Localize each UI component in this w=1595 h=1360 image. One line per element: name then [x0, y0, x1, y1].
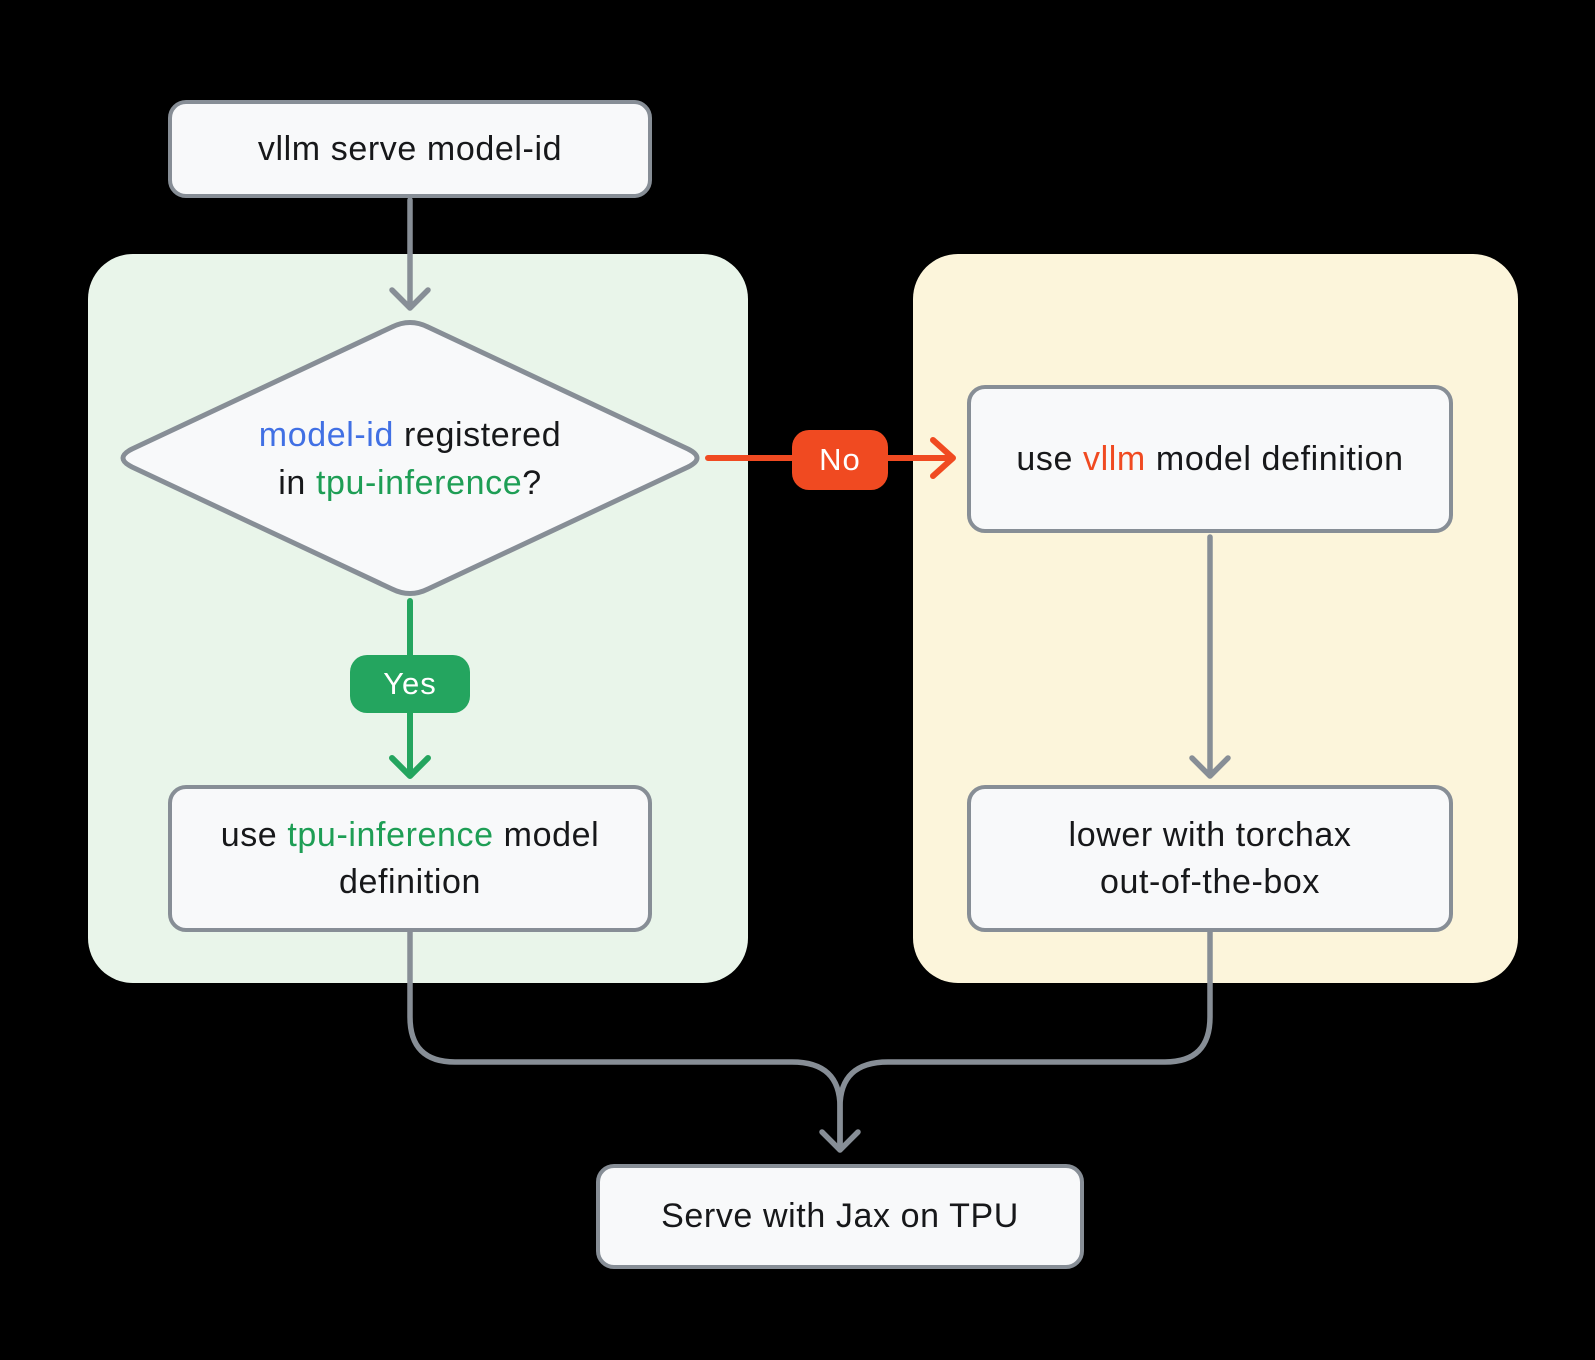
merge-arrowhead — [819, 1129, 861, 1153]
use-tpu-pre-text: use — [220, 815, 288, 854]
use-tpu-accent-text: tpu-inference — [287, 815, 494, 854]
use-vllm-post-text: model definition — [1145, 439, 1404, 478]
merge-path-left — [407, 929, 843, 1149]
lower-torchax-line-1: lower with torchax — [1068, 815, 1352, 854]
serve-node: Serve with Jax on TPU — [596, 1164, 1084, 1269]
arrow-vllm-to-torchax — [1189, 534, 1231, 779]
use-vllm-node: use vllm model definition — [967, 385, 1453, 533]
lower-torchax-line-2: out-of-the-box — [1099, 862, 1321, 901]
use-tpu-inference-line-1: use tpu-inference model — [221, 812, 600, 859]
decision-diamond-shape — [120, 320, 700, 596]
use-vllm-accent-text: vllm — [1083, 439, 1146, 478]
decision-registered-text: registered — [393, 416, 562, 454]
use-tpu-inference-line-2: definition — [338, 862, 482, 901]
use-vllm-pre-text: use — [1016, 439, 1084, 478]
decision-label: model-id registered in tpu-inference? — [130, 411, 690, 507]
use-vllm-label: use vllm model definition — [1016, 436, 1403, 483]
decision-line-2: in tpu-inference? — [130, 459, 690, 507]
yes-badge: Yes — [350, 655, 470, 713]
yes-badge-label: Yes — [383, 666, 437, 701]
start-node-label: vllm serve model-id — [257, 129, 563, 168]
use-tpu-post-text: model — [493, 815, 600, 854]
serve-node-label: Serve with Jax on TPU — [661, 1197, 1019, 1235]
merge-path-right — [837, 929, 1213, 1149]
decision-tpu-inference-text: tpu-inference — [315, 464, 523, 502]
use-tpu-inference-label: use tpu-inference model definition — [221, 812, 600, 906]
decision-line-1: model-id registered — [130, 411, 690, 459]
no-badge-label: No — [819, 442, 861, 477]
lower-torchax-label: lower with torchax out-of-the-box — [1069, 812, 1352, 906]
decision-question-mark: ? — [522, 464, 542, 502]
lower-torchax-node: lower with torchax out-of-the-box — [967, 785, 1453, 932]
start-node: vllm serve model-id — [168, 100, 652, 198]
arrow-start-to-decision — [389, 197, 431, 311]
use-tpu-inference-node: use tpu-inference model definition — [168, 785, 652, 932]
no-badge: No — [792, 430, 888, 490]
decision-in-text: in — [278, 464, 316, 502]
decision-model-id-text: model-id — [258, 416, 394, 454]
